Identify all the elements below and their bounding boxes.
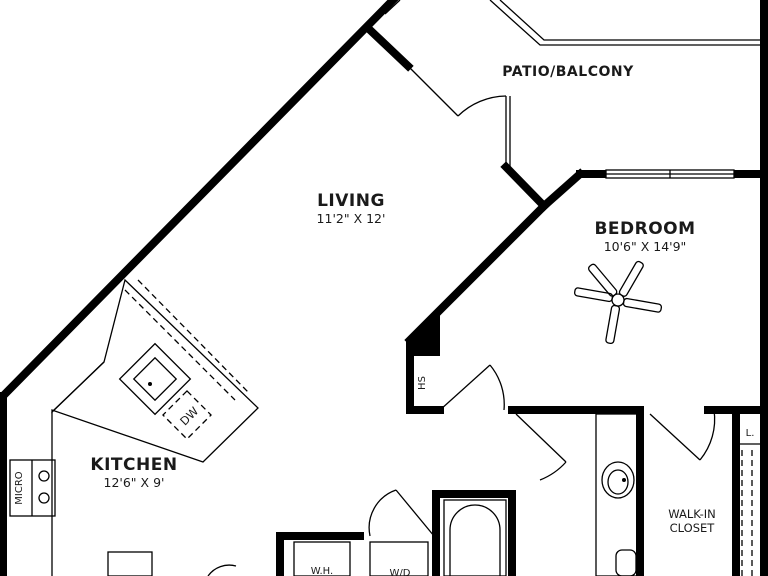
linen-label: L. (746, 428, 755, 439)
water-heater-label: W.H. (311, 566, 333, 576)
living-label: LIVING (317, 191, 385, 211)
bath-vanity (595, 413, 641, 576)
kitchen-peninsula (51, 278, 259, 463)
bedroom-window (605, 169, 735, 179)
kitchen-dimensions: 12'6" X 9' (104, 475, 165, 490)
hs-label: HS (417, 376, 428, 390)
patio-railing (384, 0, 768, 46)
micro-label: MICRO (14, 471, 25, 505)
dishwasher-label: DW (177, 404, 201, 428)
bath-door (515, 413, 567, 481)
patio-door (407, 65, 511, 167)
kitchen-counter (9, 361, 237, 576)
bedroom-dimensions: 10'6" X 14'9" (604, 239, 687, 254)
ceiling-fan-icon (573, 260, 663, 345)
living-dimensions: 11'2" X 12' (317, 211, 386, 226)
washer-dryer-label: W/D (390, 568, 411, 576)
bedroom-label: BEDROOM (594, 219, 695, 239)
bathtub (443, 499, 507, 576)
closet-door (649, 409, 716, 461)
closet-label-1: WALK-IN (668, 507, 716, 521)
bedroom-door (439, 364, 505, 411)
closet-label-2: CLOSET (670, 521, 716, 535)
kitchen-label: KITCHEN (90, 455, 177, 475)
closet-shelf (736, 443, 764, 576)
patio-label: PATIO/BALCONY (502, 64, 634, 80)
utility-walls (276, 489, 516, 576)
